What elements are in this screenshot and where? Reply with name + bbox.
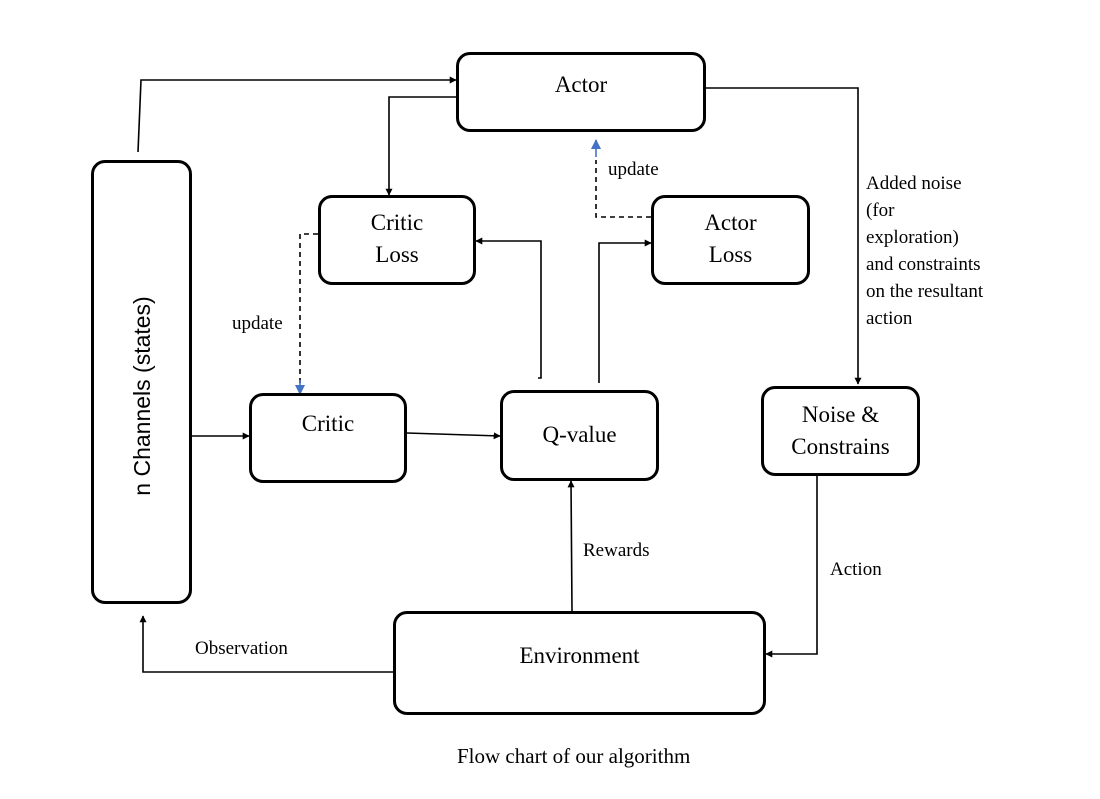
added-noise-line1: Added noise [866, 173, 962, 194]
actor-loss-label-line2: Loss [708, 242, 753, 267]
noise-label-line2: Constrains [791, 434, 890, 459]
edge-qvalue-to-actor-loss [598, 239, 652, 383]
actor-label: Actor [554, 72, 608, 97]
n-channels-label: n Channels (states) [129, 296, 155, 496]
edge-critic-loss-update-critic [299, 233, 318, 384]
actor-node: Actor [456, 52, 706, 132]
edge-actor-to-critic-loss [385, 96, 456, 196]
actor-loss-label-line1: Actor [704, 210, 757, 235]
added-noise-line2: (for [866, 200, 895, 221]
critic-label: Critic [301, 411, 355, 436]
noise-constrains-node: Noise & Constrains [761, 386, 920, 476]
environment-node: Environment [393, 611, 766, 715]
edge-channels-to-actor [137, 76, 457, 153]
edge-qvalue-to-critic-loss [475, 237, 542, 379]
added-noise-label: Added noise (for exploration) and constr… [866, 170, 983, 332]
environment-label: Environment [519, 643, 640, 668]
q-value-node: Q-value [500, 390, 659, 481]
added-noise-line3: exploration) [866, 227, 959, 248]
edge-actor-to-noise [706, 87, 862, 385]
figure-caption: Flow chart of our algorithm [457, 744, 691, 768]
action-label: Action [830, 559, 882, 580]
added-noise-line5: on the resultant [866, 281, 984, 302]
n-channels-node [91, 160, 192, 604]
edge-critic-to-qvalue [406, 432, 501, 440]
critic-loss-node: Critic Loss [318, 195, 476, 285]
update-actor-label: update [608, 159, 659, 180]
noise-label-line1: Noise & [801, 402, 880, 427]
rewards-label: Rewards [583, 540, 650, 561]
edge-environment-to-qvalue [567, 480, 575, 612]
added-noise-line6: action [866, 308, 913, 329]
critic-loss-label-line1: Critic [370, 210, 424, 235]
added-noise-line4: and constraints [866, 254, 981, 275]
edge-actor-loss-update-actor [595, 160, 651, 218]
edge-noise-to-environment [765, 476, 818, 658]
observation-label: Observation [195, 638, 288, 659]
critic-node: Critic [249, 393, 407, 483]
critic-loss-label-line2: Loss [375, 242, 419, 267]
actor-loss-node: Actor Loss [651, 195, 810, 285]
edge-environment-to-channels [139, 615, 393, 673]
q-value-label: Q-value [542, 422, 617, 447]
update-critic-label: update [232, 313, 283, 334]
